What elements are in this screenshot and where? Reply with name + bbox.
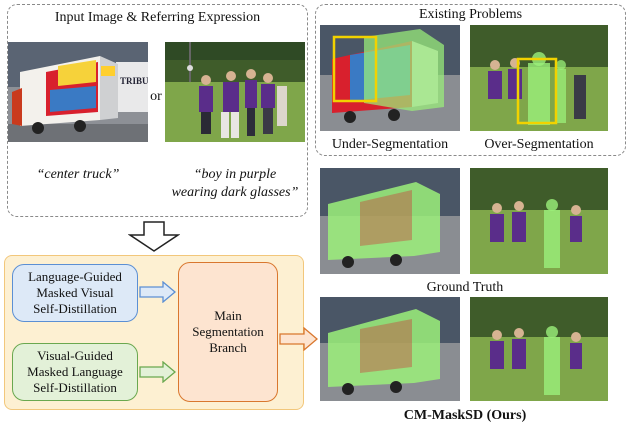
or-label: or	[150, 89, 162, 104]
visual-box-line2: Masked Language	[27, 364, 123, 379]
visual-box-line3: Self-Distillation	[33, 380, 117, 395]
main-box-line3: Branch	[209, 340, 247, 355]
over-segmentation-label: Over-Segmentation	[484, 137, 594, 152]
ours-truck-image	[320, 297, 460, 401]
input-boy-image	[165, 42, 305, 142]
ground-truth-truck-image	[320, 168, 460, 274]
over-segmentation-image	[470, 25, 608, 131]
main-box-line2: Segmentation	[192, 324, 264, 339]
truck-lettering: TRIBU	[120, 76, 148, 86]
problems-panel-title: Existing Problems	[418, 7, 523, 22]
under-segmentation-label: Under-Segmentation	[331, 137, 449, 152]
language-box-line3: Self-Distillation	[33, 301, 117, 316]
caption-boy-line2: wearing dark glasses”	[171, 185, 299, 200]
main-segmentation-box: Main Segmentation Branch	[178, 262, 278, 402]
input-panel	[7, 4, 308, 217]
caption-truck: “center truck”	[36, 167, 120, 182]
language-guided-box: Language-Guided Masked Visual Self-Disti…	[12, 264, 138, 322]
visual-guided-box: Visual-Guided Masked Language Self-Disti…	[12, 343, 138, 401]
ours-boy-image	[470, 297, 608, 401]
under-segmentation-image	[320, 25, 460, 131]
ground-truth-label: Ground Truth	[426, 280, 504, 295]
orange-arrow-icon	[279, 327, 319, 351]
green-arrow-icon	[139, 361, 177, 383]
input-panel-title: Input Image & Referring Expression	[54, 10, 261, 25]
visual-box-line1: Visual-Guided	[37, 348, 113, 363]
blue-arrow-icon	[139, 281, 177, 303]
main-box-line1: Main	[214, 308, 242, 323]
down-arrow-icon	[128, 221, 180, 252]
problems-panel	[315, 4, 626, 156]
input-truck-image: TRIBU	[8, 42, 148, 142]
language-box-line1: Language-Guided	[28, 269, 122, 284]
ours-label: CM-MaskSD (Ours)	[403, 408, 527, 423]
ground-truth-boy-image	[470, 168, 608, 274]
caption-boy-line1: “boy in purple	[193, 167, 277, 182]
language-box-line2: Masked Visual	[36, 285, 114, 300]
